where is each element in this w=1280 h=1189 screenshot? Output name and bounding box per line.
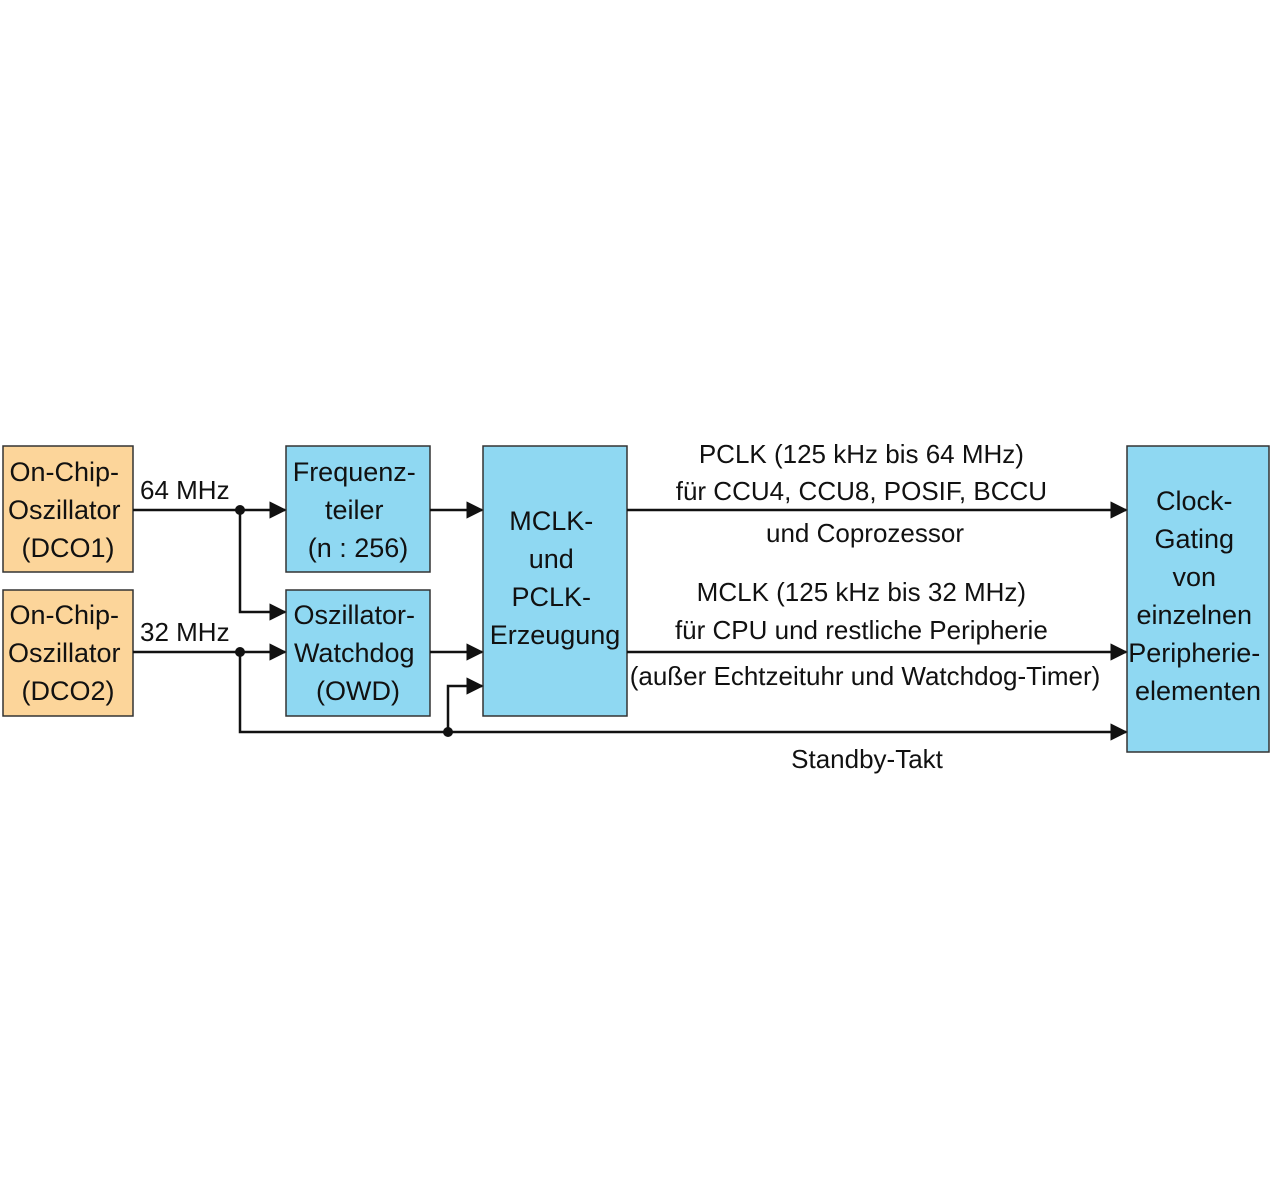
oscillator-watchdog-block: Oszillator- Watchdog (OWD)	[285, 589, 431, 717]
wire-standby-to-mclk	[446, 677, 484, 732]
wire-64mhz-to-owd	[238, 510, 287, 621]
junction-standby	[443, 727, 453, 737]
junction-64mhz	[235, 505, 245, 515]
mclk-pclk-generation-block: MCLK- und PCLK- Erzeugung	[482, 445, 628, 717]
label-32mhz: 32 MHz	[140, 617, 230, 647]
junction-32mhz	[235, 647, 245, 657]
clock-gating-block: Clock- Gating von einzelnen Peripherie- …	[1126, 445, 1270, 753]
label-pclk: PCLK (125 kHz bis 64 MHz) für CCU4, CCU8…	[676, 439, 1055, 548]
oscillator-watchdog-label: Oszillator- Watchdog (OWD)	[293, 600, 422, 706]
mclk-pclk-generation-label: MCLK- und PCLK- Erzeugung	[490, 506, 621, 650]
frequency-divider-block: Frequenz- teiler (n : 256)	[285, 445, 431, 573]
dco2-block: On-Chip- Oszillator (DCO2)	[2, 589, 134, 717]
dco2-label: On-Chip- Oszillator (DCO2)	[8, 600, 128, 706]
wire-standby	[238, 652, 1128, 741]
label-standby: Standby-Takt	[791, 744, 944, 774]
label-64mhz: 64 MHz	[140, 475, 230, 505]
frequency-divider-label: Frequenz- teiler (n : 256)	[293, 457, 424, 563]
dco1-label: On-Chip- Oszillator (DCO1)	[8, 457, 128, 563]
clock-gating-label: Clock- Gating von einzelnen Peripherie- …	[1128, 486, 1268, 706]
dco1-block: On-Chip- Oszillator (DCO1)	[2, 445, 134, 573]
wires	[133, 501, 1128, 741]
label-mclk: MCLK (125 kHz bis 32 MHz) für CPU und re…	[630, 577, 1101, 691]
